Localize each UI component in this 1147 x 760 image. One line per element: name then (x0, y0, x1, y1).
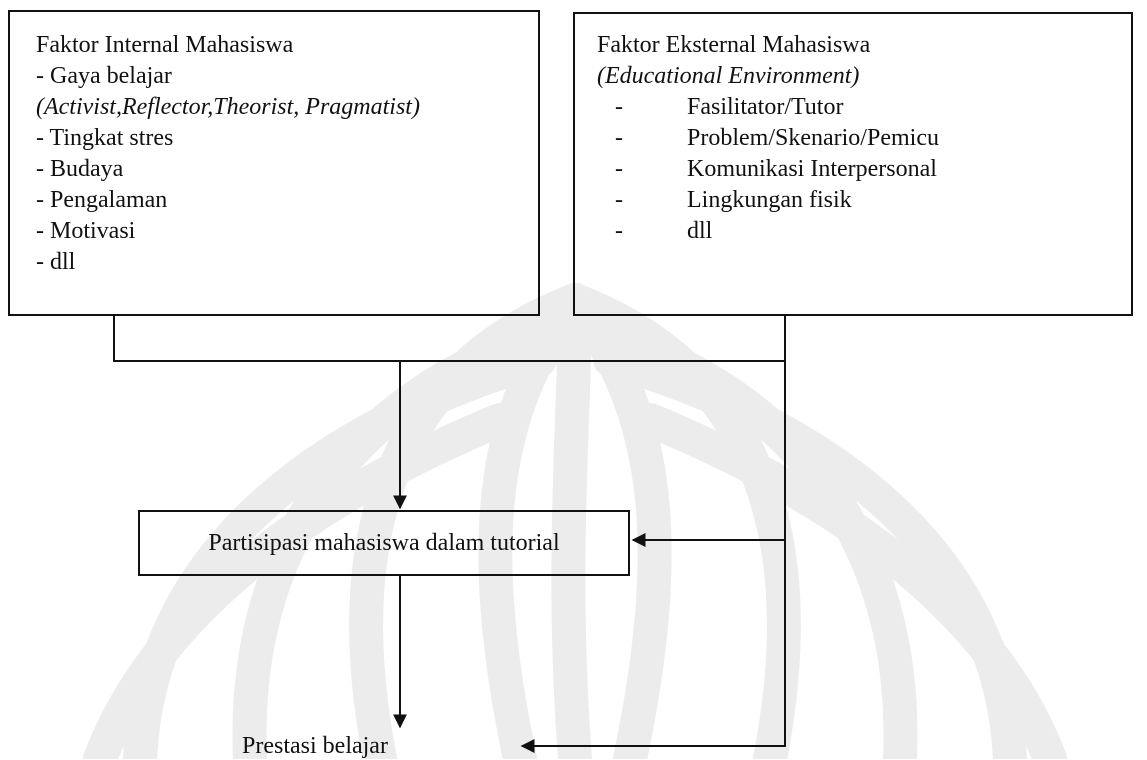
external-item-label: Fasilitator/Tutor (687, 94, 844, 120)
bullet-dash: - (615, 94, 623, 120)
bullet-dash: - (615, 156, 623, 182)
external-item: - Problem/Skenario/Pemicu (597, 123, 1131, 154)
internal-item: - Budaya (36, 156, 124, 182)
internal-item: - Pengalaman (36, 187, 168, 213)
external-item-label: Lingkungan fisik (687, 187, 852, 213)
external-factors-box: Faktor Eksternal Mahasiswa (Educational … (573, 12, 1133, 316)
participation-label: Partisipasi mahasiswa dalam tutorial (208, 529, 560, 556)
bullet-dash: - (615, 125, 623, 151)
internal-item: - dll (36, 249, 76, 275)
external-item: - dll (597, 216, 1131, 247)
participation-box: Partisipasi mahasiswa dalam tutorial (138, 510, 630, 576)
internal-item: - Tingkat stres (36, 125, 174, 151)
external-item-label: Problem/Skenario/Pemicu (687, 125, 939, 151)
internal-item-learning-styles: (Activist,Reflector,Theorist, Pragmatist… (36, 94, 420, 120)
external-item-label: Komunikasi Interpersonal (687, 156, 937, 182)
achievement-label: Prestasi belajar (242, 733, 388, 759)
bullet-dash: - (615, 187, 623, 213)
external-item: - Fasilitator/Tutor (597, 92, 1131, 123)
external-factors-title: Faktor Eksternal Mahasiswa (597, 32, 871, 58)
external-item: - Lingkungan fisik (597, 185, 1131, 216)
external-factors-subtitle: (Educational Environment) (597, 63, 860, 89)
internal-item: - Gaya belajar (36, 63, 172, 89)
internal-factors-box: Faktor Internal Mahasiswa - Gaya belajar… (8, 10, 540, 316)
internal-factors-title: Faktor Internal Mahasiswa (36, 32, 294, 58)
external-item: - Komunikasi Interpersonal (597, 154, 1131, 185)
internal-item: - Motivasi (36, 218, 136, 244)
bullet-dash: - (615, 218, 623, 244)
external-item-label: dll (687, 218, 713, 244)
